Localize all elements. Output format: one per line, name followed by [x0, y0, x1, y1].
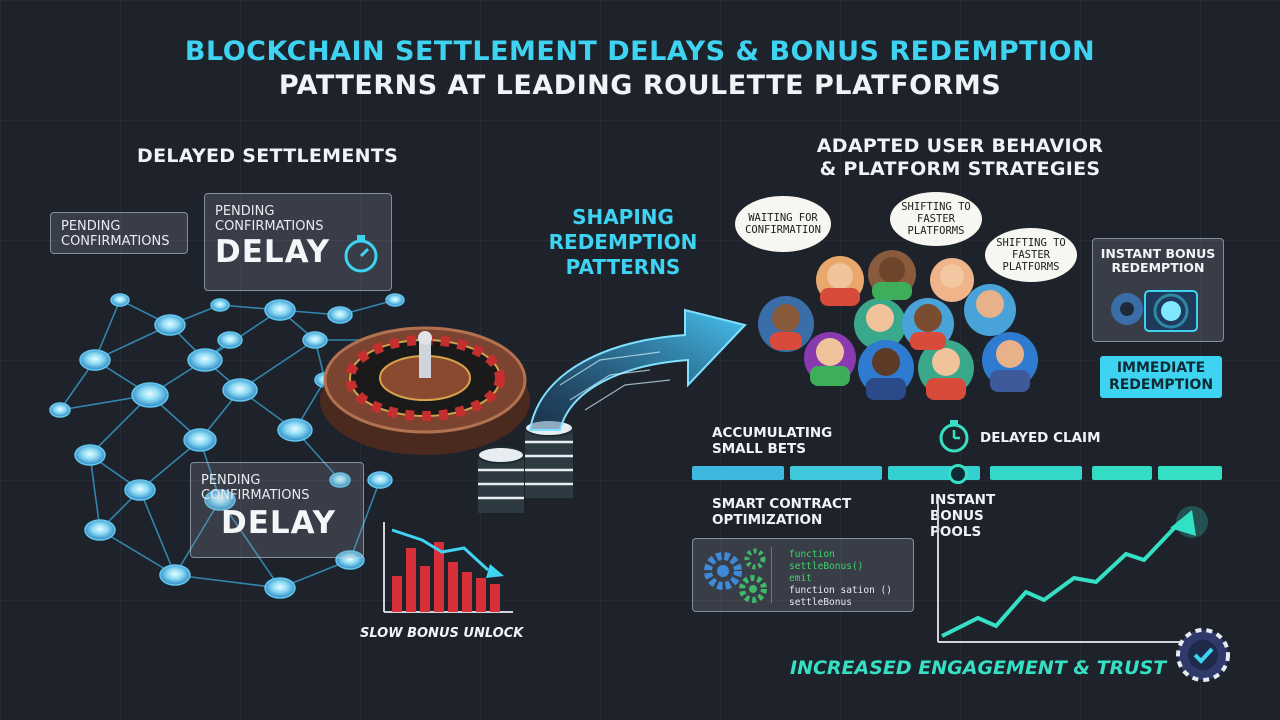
pending-confirmations-label: PENDING CONFIRMATIONS [50, 212, 188, 254]
code-line-1: function settleBonus() [789, 549, 864, 572]
smart-contract-label: SMART CONTRACT OPTIMIZATION [712, 496, 852, 528]
growth-line [941, 520, 1182, 638]
engagement-trust-footer: INCREASED ENGAGEMENT & TRUST [790, 657, 1167, 679]
bar-4 [434, 542, 444, 612]
delay-card-top-title: DELAY [215, 234, 331, 270]
timeline-segment [1158, 466, 1222, 480]
bar-7 [476, 578, 486, 612]
code-line-2: emit [789, 573, 812, 584]
instant-bonus-card: INSTANT BONUS REDEMPTION [1092, 238, 1224, 342]
accumulating-bets-label: ACCUMULATING SMALL BETS [712, 425, 833, 457]
delayed-settlements-heading: DELAYED SETTLEMENTS [137, 145, 399, 167]
big-arrow-icon [528, 308, 747, 431]
delay-card-top-caption: PENDING CONFIRMATIONS [215, 204, 324, 234]
bar-1 [392, 576, 402, 612]
blockchain-network-icon [49, 293, 405, 599]
slow-bonus-caption: SLOW BONUS UNLOCK [360, 626, 524, 641]
title-line-1: BLOCKCHAIN SETTLEMENT DELAYS & BONUS RED… [184, 36, 1096, 67]
immediate-redemption-button[interactable]: IMMEDIATE REDEMPTION [1100, 356, 1222, 398]
timeline-segment [1092, 466, 1152, 480]
bar-2 [406, 548, 416, 612]
trend-arrowhead [486, 564, 504, 578]
trust-badge-icon [1176, 628, 1230, 682]
growth-chart [937, 504, 1215, 643]
bonus-vault-icon [1111, 290, 1198, 332]
delay-card-bottom-caption: PENDING CONFIRMATIONS [201, 473, 310, 503]
delayed-claim-label: DELAYED CLAIM [980, 430, 1101, 446]
code-snippet: function settleBonus() emit function sat… [789, 549, 913, 609]
roulette-wheel-icon [320, 326, 530, 455]
bar-8 [490, 584, 500, 612]
title-line-2: PATTERNS AT LEADING ROULETTE PLATFORMS [278, 70, 1002, 101]
delay-card-bottom: PENDING CONFIRMATIONS DELAY [190, 462, 364, 558]
speech-bubble-waiting: WAITING FOR CONFIRMATION [735, 196, 831, 252]
instant-bonus-pools-label: INSTANT BONUS POOLS [930, 492, 996, 540]
timeline-segment [790, 466, 882, 480]
bar-3 [420, 566, 430, 612]
timeline-marker [948, 464, 968, 484]
code-line-4: settleBonus [789, 597, 852, 608]
stopwatch-icon [344, 235, 378, 273]
growth-arrowhead [1170, 510, 1196, 536]
bar-6 [462, 572, 472, 612]
bar-5 [448, 562, 458, 612]
code-divider [771, 547, 772, 603]
trend-line [391, 528, 490, 572]
timeline-segment [692, 466, 784, 480]
adapted-behavior-heading-2: & PLATFORM STRATEGIES [819, 158, 1101, 180]
adapted-behavior-heading-1: ADAPTED USER BEHAVIOR [816, 135, 1104, 157]
delay-card-bottom-title: DELAY [221, 505, 337, 541]
gears-icon [704, 548, 767, 603]
delay-card-top: PENDING CONFIRMATIONS DELAY [204, 193, 392, 291]
speech-bubble-shifting-2: SHIFTING TO FASTER PLATFORMS [985, 228, 1077, 282]
instant-bonus-title: INSTANT BONUS REDEMPTION [1100, 246, 1216, 275]
code-line-3: function sation () [789, 585, 892, 596]
slow-bonus-chart [383, 522, 513, 613]
code-panel: function settleBonus() emit function sat… [692, 538, 914, 612]
clock-icon [939, 420, 969, 453]
users-crowd-icon [758, 250, 1038, 400]
redemption-timeline [692, 464, 1222, 484]
growth-glow [1176, 506, 1208, 538]
casino-chips-icon [477, 419, 574, 513]
speech-bubble-shifting-1: SHIFTING TO FASTER PLATFORMS [890, 192, 982, 246]
timeline-segment [990, 466, 1082, 480]
shaping-redemption-label: SHAPING REDEMPTION PATTERNS [548, 205, 698, 279]
